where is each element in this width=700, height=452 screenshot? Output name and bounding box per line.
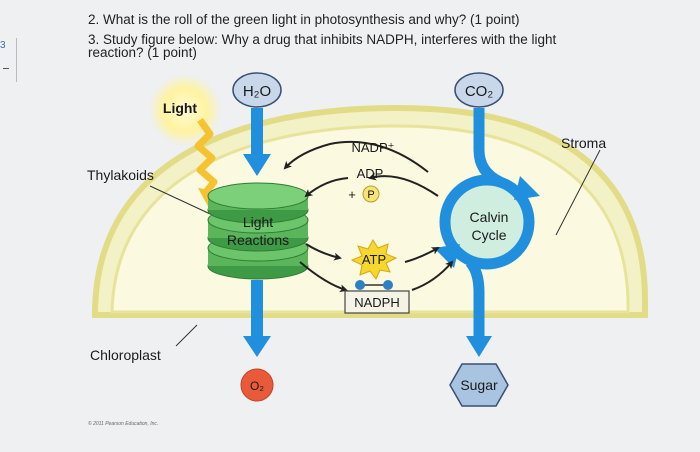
co2-label: CO₂ — [465, 83, 494, 100]
page-number-mark: 3 — [0, 40, 6, 51]
water-arrow — [243, 108, 271, 176]
calvin-cycle-label-line-1: Calvin — [470, 209, 509, 225]
chloroplast-label: Chloroplast — [90, 347, 161, 363]
h2o-label: H₂O — [243, 83, 271, 100]
o2-label: O₂ — [250, 379, 264, 393]
nadph-label: NADPH — [354, 295, 400, 310]
plus-sign-label: + — [348, 187, 356, 202]
oxygen-arrow — [243, 280, 271, 357]
atp-forward-arrow-right — [404, 247, 440, 263]
light-label: Light — [163, 100, 198, 116]
nadph-box — [344, 280, 410, 314]
h2o-bubble — [232, 72, 282, 108]
stroma-label: Stroma — [561, 135, 606, 151]
question-2: 2. What is the roll of the green light i… — [88, 12, 520, 27]
co2-bubble — [454, 72, 504, 108]
nadph-forward-arrow-right — [411, 260, 454, 291]
atp-starburst-icon — [350, 239, 398, 280]
atp-label: ATP — [362, 252, 386, 267]
phosphate-circle — [362, 185, 380, 203]
edge-tick — [3, 68, 9, 69]
adp-return-arrow-right — [368, 172, 439, 197]
adp-label: ADP — [357, 166, 384, 181]
co2-arrow — [473, 108, 503, 187]
copyright-label: © 2011 Pearson Education, Inc. — [88, 420, 158, 427]
question-3-line-1: 3. Study figure below: Why a drug that i… — [88, 32, 557, 47]
adp-return-arrow-left — [304, 177, 349, 198]
sugar-arrow — [465, 258, 492, 357]
nadph-forward-arrow-left — [299, 261, 348, 293]
sugar-hexagon — [449, 363, 509, 407]
phosphate-label: P — [367, 189, 374, 201]
light-reactions-label-line-2: Reactions — [227, 232, 289, 248]
atp-forward-arrow-left — [305, 243, 342, 261]
nadp-label: NADP⁺ — [352, 140, 395, 155]
question-3-line-2: reaction? (1 point) — [88, 45, 197, 60]
calvin-cycle-label-line-2: Cycle — [471, 227, 506, 243]
page-edge-rule — [16, 38, 17, 82]
stroma-pointer-line — [555, 149, 601, 236]
thylakoid-stack-icon — [207, 182, 309, 280]
nadp-return-arrow — [283, 140, 429, 173]
sugar-label: Sugar — [460, 377, 498, 393]
light-reactions-label-line-1: Light — [243, 214, 273, 230]
chloroplast-pointer-line — [175, 324, 198, 347]
thylakoids-label: Thylakoids — [87, 167, 154, 183]
o2-circle — [240, 368, 274, 402]
